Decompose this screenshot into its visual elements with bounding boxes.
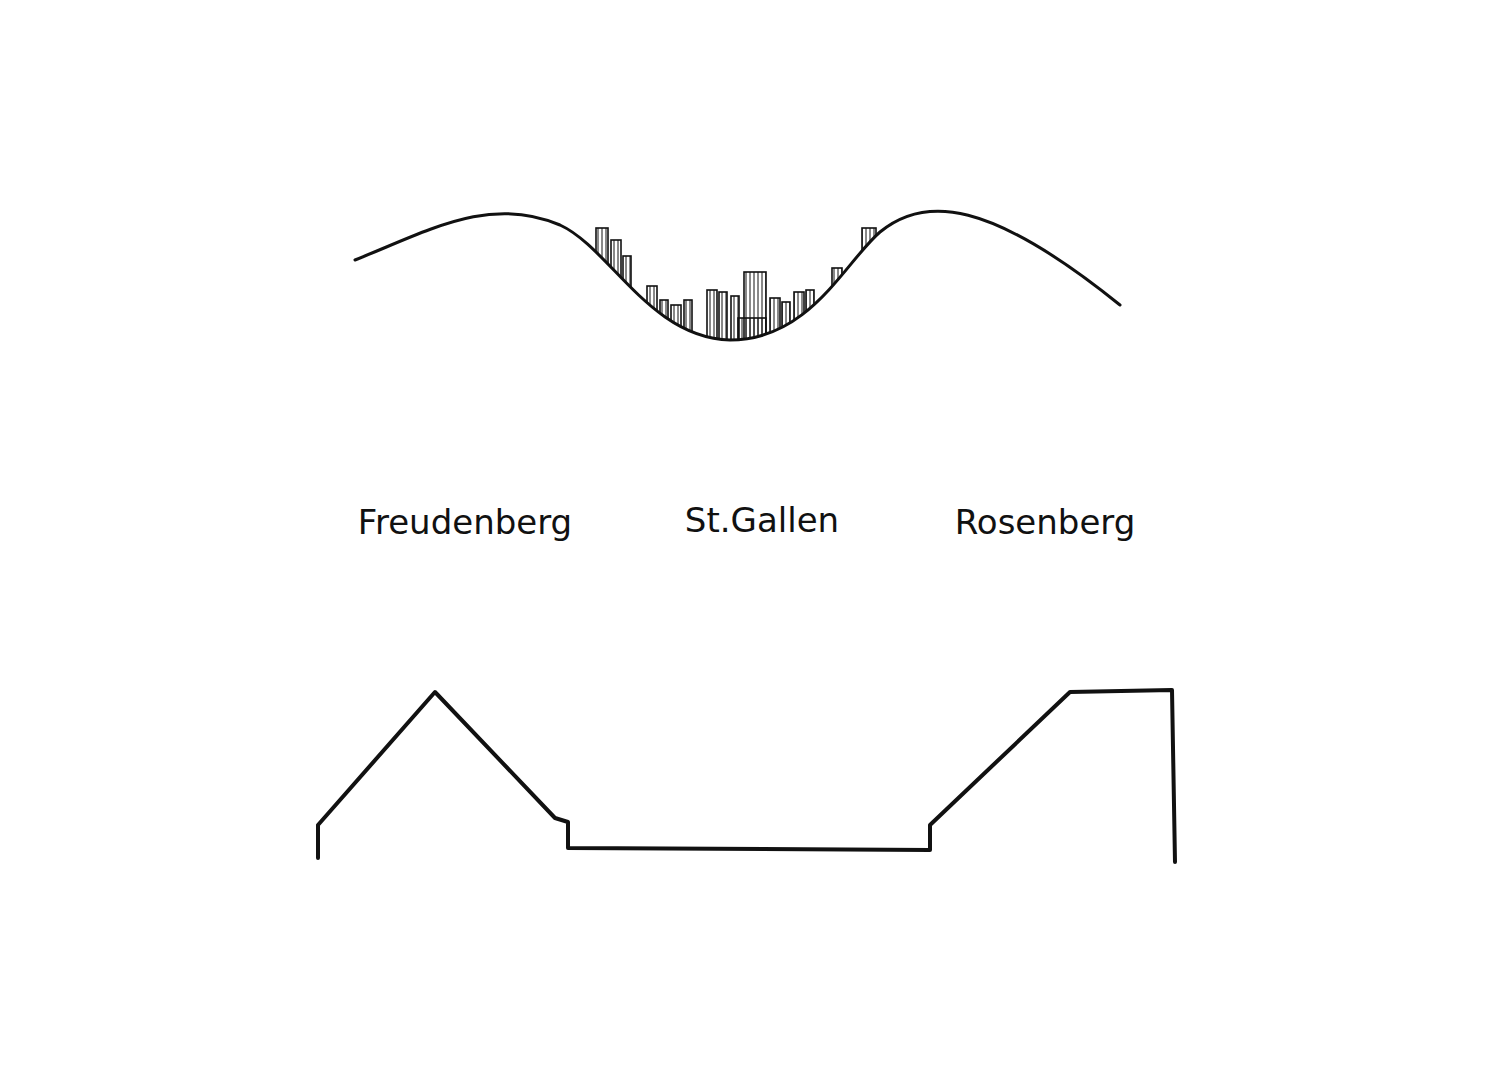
building-sketch [647, 286, 657, 360]
building-sketch [660, 300, 668, 360]
building-sketch [596, 228, 608, 360]
building-sketch [671, 305, 681, 360]
abstract-profile [318, 690, 1175, 862]
building-sketch [782, 302, 790, 360]
building-sketch [707, 290, 717, 360]
valley-curve [355, 211, 1120, 340]
place-name: Rosenberg [955, 502, 1136, 543]
building-sketch [719, 292, 727, 360]
building-sketch [623, 256, 631, 360]
place-name: Freudenberg [358, 502, 572, 543]
building-sketch [806, 290, 814, 360]
building-sketch [744, 272, 766, 360]
building-sketch [611, 240, 621, 360]
building-sketch [794, 292, 804, 360]
place-name: St.Gallen [685, 500, 839, 541]
